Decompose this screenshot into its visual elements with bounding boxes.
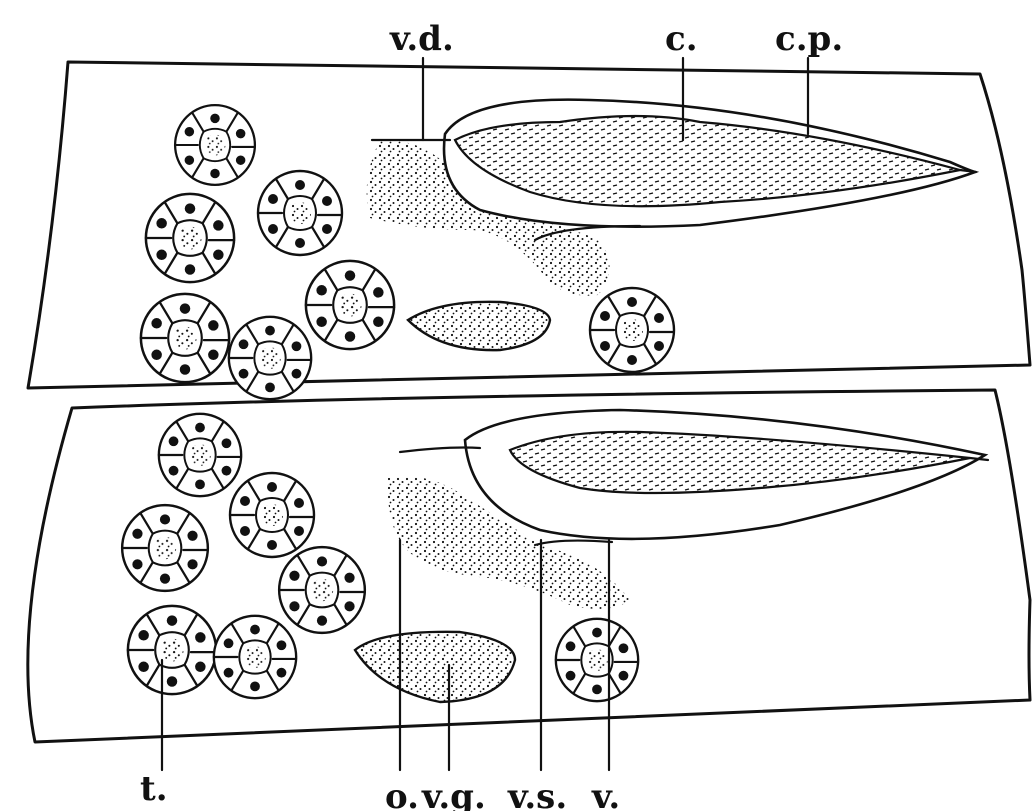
label-v: v. bbox=[591, 777, 620, 811]
upper-vitelline-gland bbox=[408, 302, 550, 350]
lower-vagina bbox=[535, 541, 612, 545]
label-o: o. bbox=[385, 777, 419, 811]
lower-vitelline-gland bbox=[355, 632, 515, 702]
label-t: t. bbox=[140, 769, 168, 809]
label-vd: v.d. bbox=[389, 19, 454, 59]
label-cp: c.p. bbox=[775, 19, 843, 59]
upper-section bbox=[28, 62, 1030, 399]
label-vg: v.g. bbox=[421, 777, 486, 811]
lower-section bbox=[28, 390, 1030, 742]
label-c: c. bbox=[665, 19, 698, 59]
label-vs: v.s. bbox=[507, 777, 567, 811]
